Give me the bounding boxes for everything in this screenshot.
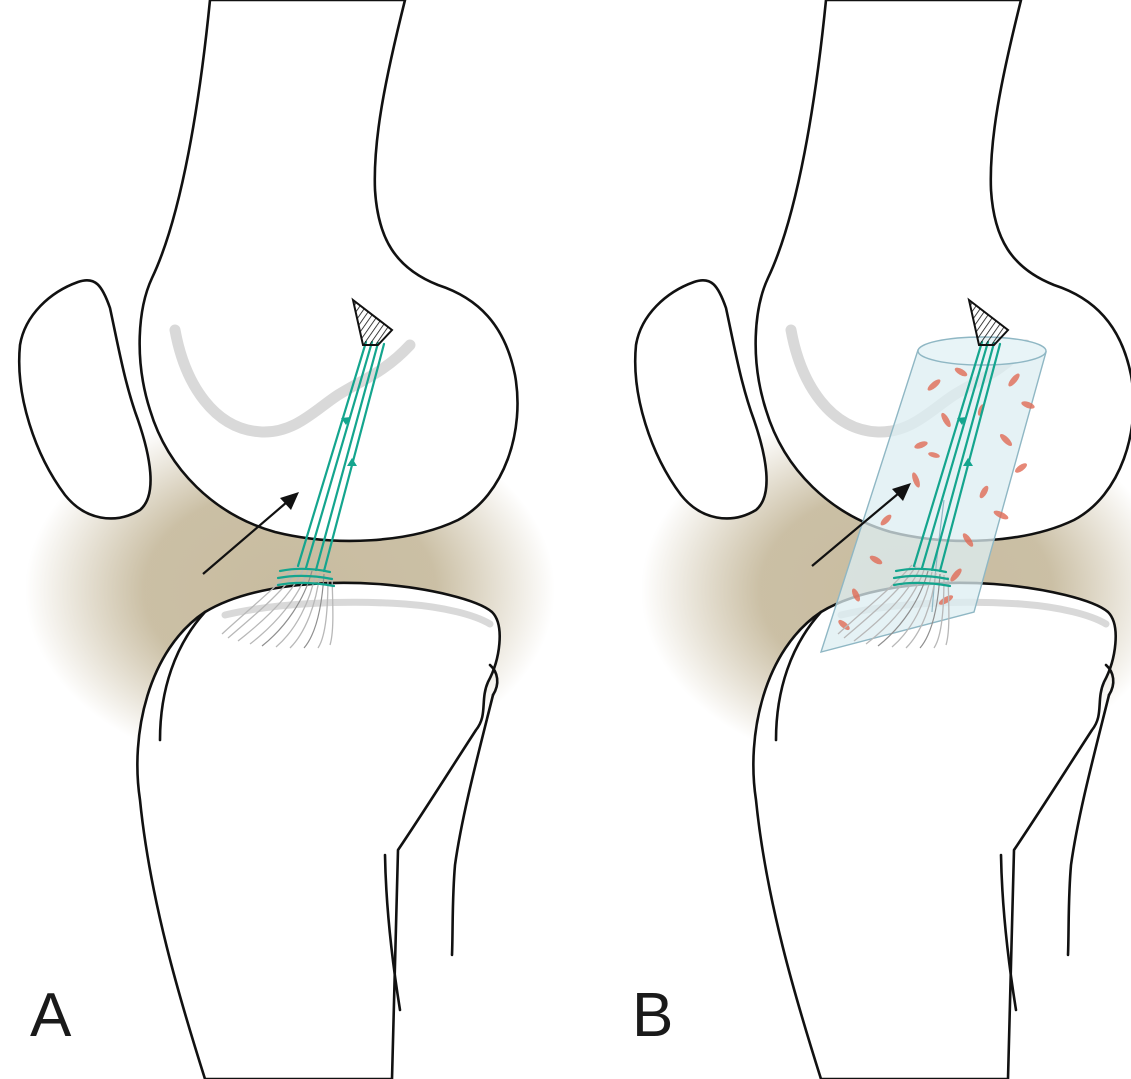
panel-a (19, 0, 555, 1079)
panel-b (635, 0, 1131, 1079)
panel-b-label: B (632, 985, 673, 1047)
panel-a-label: A (30, 985, 71, 1047)
tibia (753, 583, 1115, 1079)
tibia (137, 583, 499, 1079)
patella (19, 280, 150, 518)
patella (635, 280, 766, 518)
femur (140, 0, 518, 541)
